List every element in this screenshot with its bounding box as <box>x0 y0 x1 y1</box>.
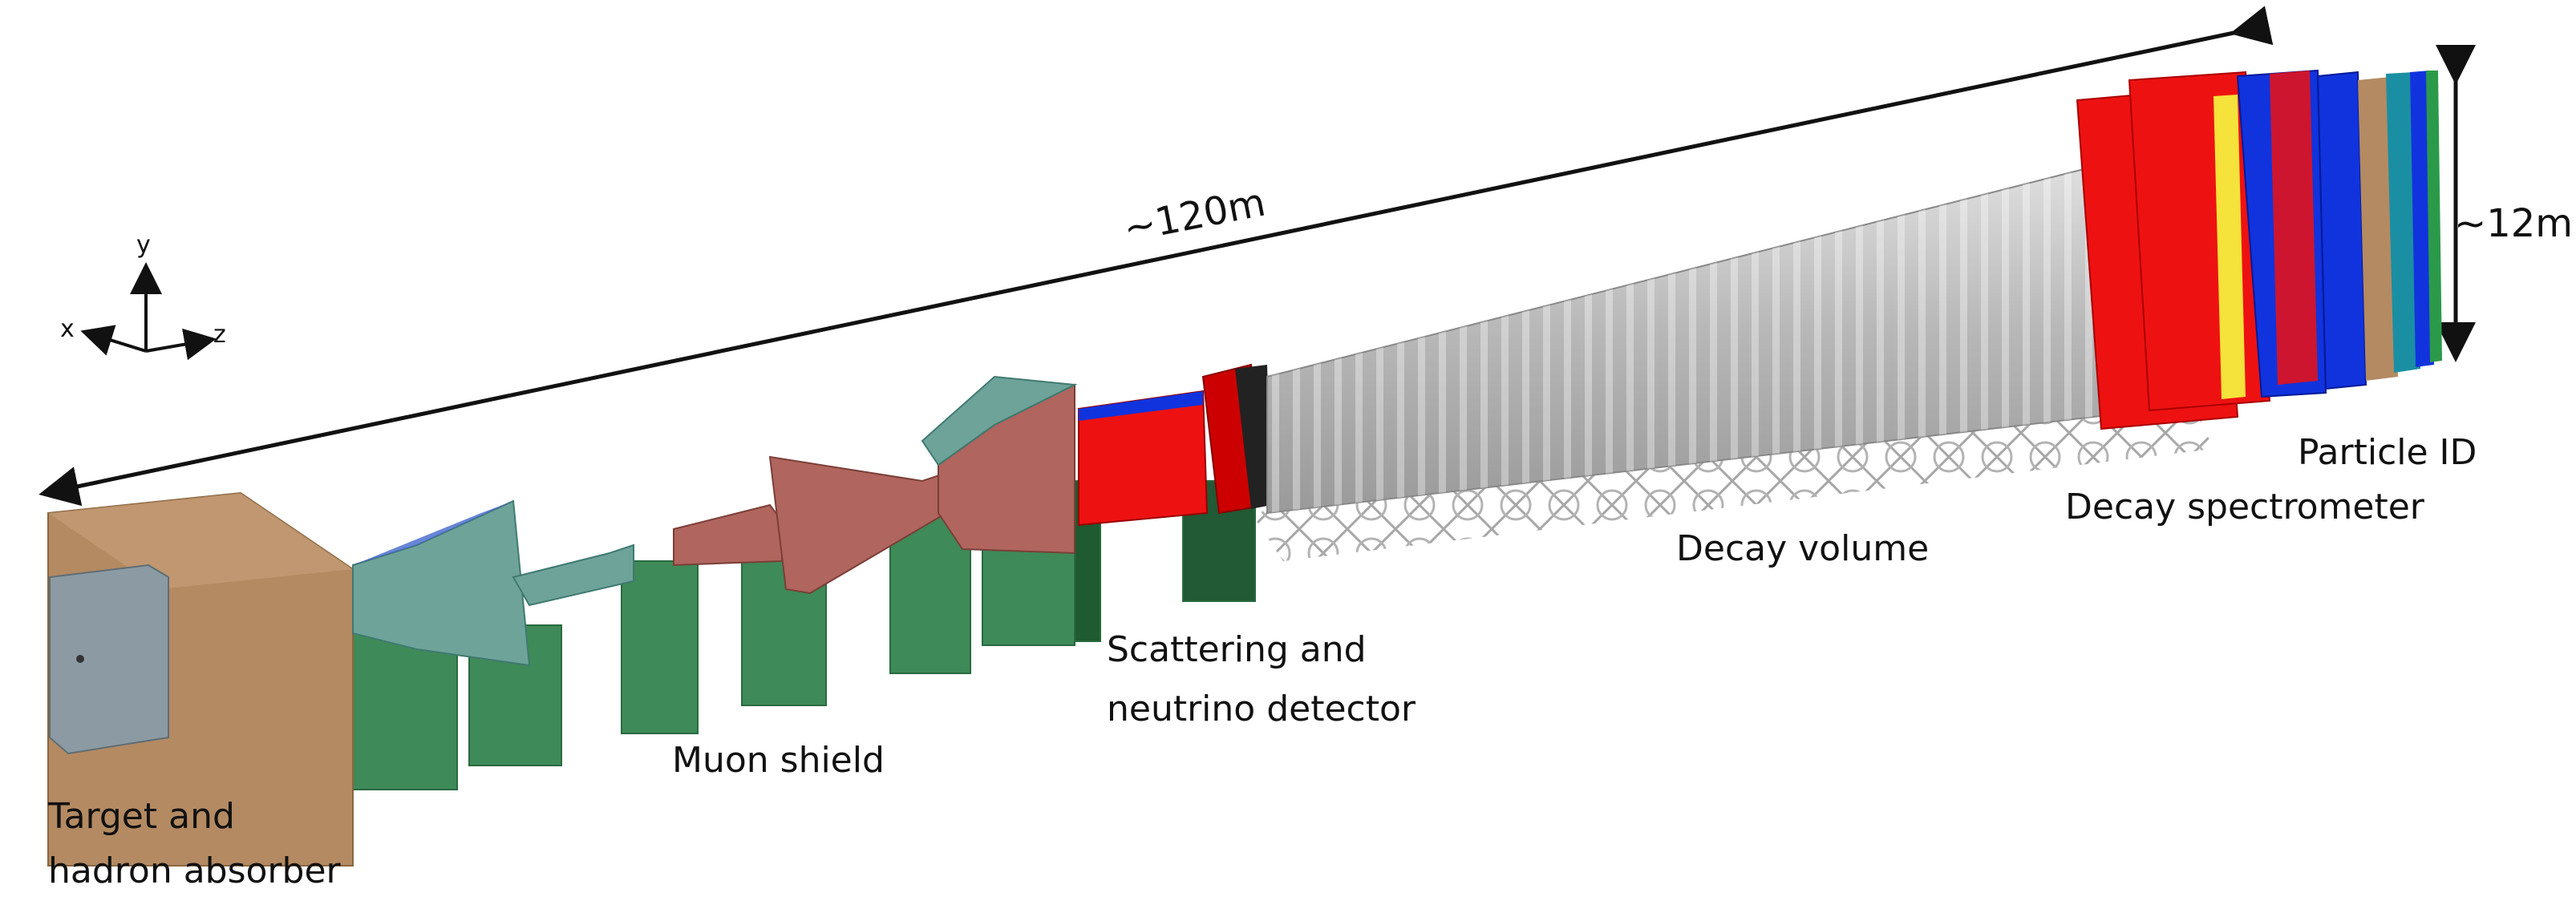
scattering-detector <box>1078 363 1271 527</box>
target-label-line2: hadron absorber <box>48 850 341 891</box>
target-label-line1: Target and <box>48 796 235 837</box>
muon-shield-teal <box>352 499 634 667</box>
particle-id <box>2358 71 2442 381</box>
scattering-label-line2: neutrino detector <box>1107 689 1416 729</box>
particle-id-label: Particle ID <box>2298 432 2477 473</box>
axis-x-label: x <box>60 315 75 343</box>
target-absorber <box>47 491 354 867</box>
decay-spectrometer <box>2076 69 2367 430</box>
scattering-label-line1: Scattering and <box>1107 629 1367 670</box>
muon-shield-label: Muon shield <box>672 740 885 781</box>
length-arrow <box>38 6 2274 507</box>
axis-y-label: y <box>136 231 151 259</box>
decay-spectrometer-label: Decay spectrometer <box>2065 487 2424 527</box>
height-label: ~12m <box>2454 201 2574 246</box>
decay-volume-label: Decay volume <box>1676 528 1930 569</box>
muon-shield-red <box>673 375 1078 595</box>
axes-icon <box>80 262 217 361</box>
axis-z-label: z <box>213 321 226 349</box>
